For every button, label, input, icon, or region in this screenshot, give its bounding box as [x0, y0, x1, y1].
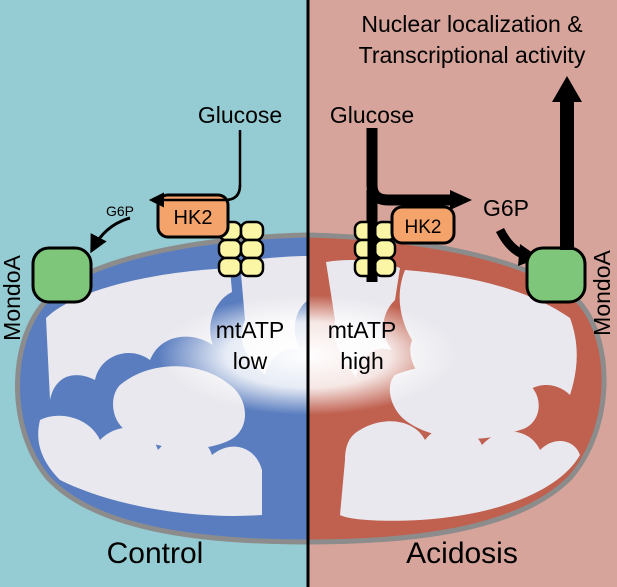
control-mtatp-label: mtATP — [216, 317, 285, 343]
acidosis-g6p-label: G6P — [483, 195, 529, 221]
acidosis-glucose-label: Glucose — [330, 102, 414, 128]
control-mondoa-box — [31, 246, 93, 304]
acidosis-panel-label: Acidosis — [406, 537, 518, 570]
control-panel-label: Control — [107, 537, 204, 570]
acidosis-mondoa-box — [525, 246, 587, 304]
control-hk2-box — [156, 193, 230, 239]
nuclear-arrow-head — [552, 76, 582, 102]
acidosis-glucose-arrow-head — [450, 190, 472, 210]
control-hk2-label: HK2 — [174, 207, 213, 229]
control-g6p-arrow — [90, 216, 131, 254]
acidosis-hk2-label: HK2 — [405, 217, 442, 238]
nuclear-localization-label: Nuclear localization & — [361, 11, 582, 37]
nuclear-arrow-shaft — [560, 100, 574, 250]
acidosis-mtatp-label: mtATP — [328, 317, 397, 343]
control-glucose-label: Glucose — [198, 102, 282, 128]
transcriptional-activity-label: Transcriptional activity — [359, 42, 586, 68]
control-mtatp-level: low — [233, 348, 268, 374]
acidosis-hk2-box — [390, 205, 456, 245]
acidosis-mondoa-label: MondoA — [589, 250, 615, 336]
control-mondoa-label: MondoA — [0, 255, 25, 341]
control-glucose-arrow-overlay — [149, 184, 242, 208]
acidosis-mtatp-level: high — [340, 348, 383, 374]
control-g6p-label: G6P — [106, 203, 134, 219]
control-vdac — [217, 220, 265, 278]
